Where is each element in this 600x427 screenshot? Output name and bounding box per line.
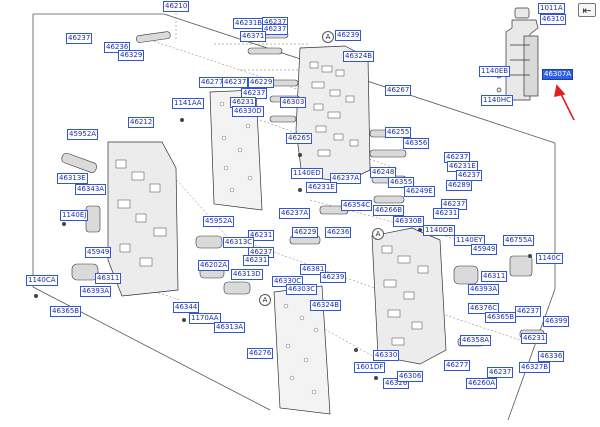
part-label-46237-mid1[interactable]: 46237 bbox=[222, 77, 249, 88]
part-label-46231b[interactable]: 46231B bbox=[233, 18, 265, 29]
part-label-46229[interactable]: 46229 bbox=[248, 77, 275, 88]
lower-valve-body bbox=[371, 227, 447, 365]
part-label-1141aa[interactable]: 1141AA bbox=[172, 98, 204, 109]
part-label-45952a-mid[interactable]: 45952A bbox=[203, 216, 235, 227]
part-label-1140ej[interactable]: 1140EJ bbox=[60, 210, 89, 221]
reference-circle-a-lower: A bbox=[259, 294, 271, 306]
part-label-45952a-left[interactable]: 45952A bbox=[67, 129, 99, 140]
part-label-46327b[interactable]: 46327B bbox=[519, 362, 551, 373]
part-label-46212[interactable]: 46212 bbox=[128, 117, 155, 128]
part-label-46289[interactable]: 46289 bbox=[446, 180, 473, 191]
part-label-46231e-b[interactable]: 46231E bbox=[306, 182, 337, 193]
solenoid-harness bbox=[496, 7, 539, 101]
part-label-46399[interactable]: 46399 bbox=[543, 316, 570, 327]
part-label-46393a-left[interactable]: 46393A bbox=[80, 286, 112, 297]
back-button[interactable]: ⇤ bbox=[578, 3, 596, 17]
part-label-45949-right[interactable]: 45949 bbox=[471, 244, 498, 255]
part-label-46237-bottom[interactable]: 46237 bbox=[487, 367, 514, 378]
part-label-1170aa[interactable]: 1170AA bbox=[189, 313, 221, 324]
part-label-46237a-upper[interactable]: 46237A bbox=[330, 173, 362, 184]
part-label-46303[interactable]: 46303 bbox=[280, 97, 307, 108]
part-label-46237-top2[interactable]: 46237 bbox=[262, 24, 289, 35]
part-label-46343a[interactable]: 46343A bbox=[75, 184, 107, 195]
part-label-46313c[interactable]: 46313C bbox=[223, 237, 255, 248]
part-label-46313a[interactable]: 46313A bbox=[214, 322, 246, 333]
part-label-46202a[interactable]: 46202A bbox=[198, 260, 230, 271]
part-label-46329[interactable]: 46329 bbox=[118, 50, 145, 61]
part-label-46354c[interactable]: 46354C bbox=[341, 200, 373, 211]
separator-plate-lower bbox=[273, 285, 331, 415]
part-label-46231-low[interactable]: 46231 bbox=[243, 255, 270, 266]
part-label-46355[interactable]: 46355 bbox=[388, 177, 415, 188]
part-label-46311-left[interactable]: 46311 bbox=[95, 273, 122, 284]
part-label-46365b-left[interactable]: 46365B bbox=[50, 306, 82, 317]
part-label-46267[interactable]: 46267 bbox=[385, 85, 412, 96]
part-label-46239-low[interactable]: 46239 bbox=[320, 272, 347, 283]
part-label-46307a-selected[interactable]: 46307A bbox=[542, 69, 574, 80]
part-label-46266b[interactable]: 46266B bbox=[373, 205, 405, 216]
part-label-46265[interactable]: 46265 bbox=[286, 133, 313, 144]
part-label-46237a-mid[interactable]: 46237A bbox=[279, 208, 311, 219]
part-label-46358a[interactable]: 46358A bbox=[460, 335, 492, 346]
part-label-46229-mid[interactable]: 46229 bbox=[292, 227, 319, 238]
part-label-1140hc[interactable]: 1140HC bbox=[481, 95, 513, 106]
part-label-46231-r[interactable]: 46231 bbox=[433, 208, 460, 219]
part-label-1140c[interactable]: 1140C bbox=[536, 253, 563, 264]
part-label-46381[interactable]: 46381 bbox=[300, 264, 327, 275]
part-label-46277-low[interactable]: 46277 bbox=[444, 360, 471, 371]
part-label-46239[interactable]: 46239 bbox=[335, 30, 362, 41]
part-label-46310[interactable]: 46310 bbox=[540, 14, 567, 25]
left-valve-body bbox=[107, 141, 179, 297]
reference-circle-a-top: A bbox=[322, 31, 334, 43]
part-label-46313d[interactable]: 46313D bbox=[231, 269, 263, 280]
part-label-46303c[interactable]: 46303C bbox=[286, 284, 318, 295]
part-label-46276[interactable]: 46276 bbox=[247, 348, 274, 359]
part-label-46336[interactable]: 46336 bbox=[538, 351, 565, 362]
part-label-46326[interactable]: 46326 bbox=[383, 378, 410, 389]
part-label-46330[interactable]: 46330 bbox=[373, 350, 400, 361]
part-label-46356[interactable]: 46356 bbox=[403, 138, 430, 149]
part-label-46231-far[interactable]: 46231 bbox=[521, 333, 548, 344]
part-label-46311-right[interactable]: 46311 bbox=[481, 271, 508, 282]
part-label-45949-left[interactable]: 45949 bbox=[85, 247, 112, 258]
part-label-46236[interactable]: 46236 bbox=[104, 42, 131, 53]
part-label-1140ey[interactable]: 1140EY bbox=[454, 235, 485, 246]
part-label-46324b-low[interactable]: 46324B bbox=[310, 300, 342, 311]
part-label-46376c[interactable]: 46376C bbox=[468, 303, 500, 314]
part-label-46313e[interactable]: 46313E bbox=[57, 173, 88, 184]
part-label-1140ca[interactable]: 1140CA bbox=[26, 275, 58, 286]
part-label-46237-far[interactable]: 46237 bbox=[515, 306, 542, 317]
part-label-46237-left[interactable]: 46237 bbox=[66, 33, 93, 44]
part-label-46755a[interactable]: 46755A bbox=[503, 235, 535, 246]
part-label-1140db[interactable]: 1140DB bbox=[423, 225, 456, 236]
part-label-46330b[interactable]: 46330B bbox=[393, 216, 425, 227]
part-label-46231-mid[interactable]: 46231 bbox=[248, 230, 275, 241]
part-label-1140ed[interactable]: 1140ED bbox=[291, 168, 323, 179]
part-label-46248[interactable]: 46248 bbox=[370, 167, 397, 178]
reference-circle-a-right: A bbox=[372, 228, 384, 240]
part-label-1011a[interactable]: 1011A bbox=[538, 3, 565, 14]
part-label-46371[interactable]: 46371 bbox=[240, 31, 267, 42]
part-label-46306[interactable]: 46306 bbox=[397, 371, 424, 382]
separator-plate-upper bbox=[209, 89, 263, 211]
red-arrow-indicator bbox=[553, 84, 575, 121]
part-label-46330d[interactable]: 46330D bbox=[232, 106, 264, 117]
part-label-46255[interactable]: 46255 bbox=[385, 127, 412, 138]
part-label-46249e[interactable]: 46249E bbox=[404, 186, 435, 197]
part-label-1140eb[interactable]: 1140EB bbox=[479, 66, 511, 77]
part-label-46324b[interactable]: 46324B bbox=[343, 51, 375, 62]
part-label-46393a-right[interactable]: 46393A bbox=[468, 284, 500, 295]
part-label-46344[interactable]: 46344 bbox=[173, 302, 200, 313]
part-label-46236-mid[interactable]: 46236 bbox=[325, 227, 352, 238]
upper-valve-body bbox=[295, 45, 371, 183]
part-label-46260a[interactable]: 46260A bbox=[466, 378, 498, 389]
part-label-46365b-right[interactable]: 46365B bbox=[485, 312, 517, 323]
part-label-1601df[interactable]: 1601DF bbox=[354, 362, 386, 373]
part-label-46210[interactable]: 46210 bbox=[163, 1, 190, 12]
